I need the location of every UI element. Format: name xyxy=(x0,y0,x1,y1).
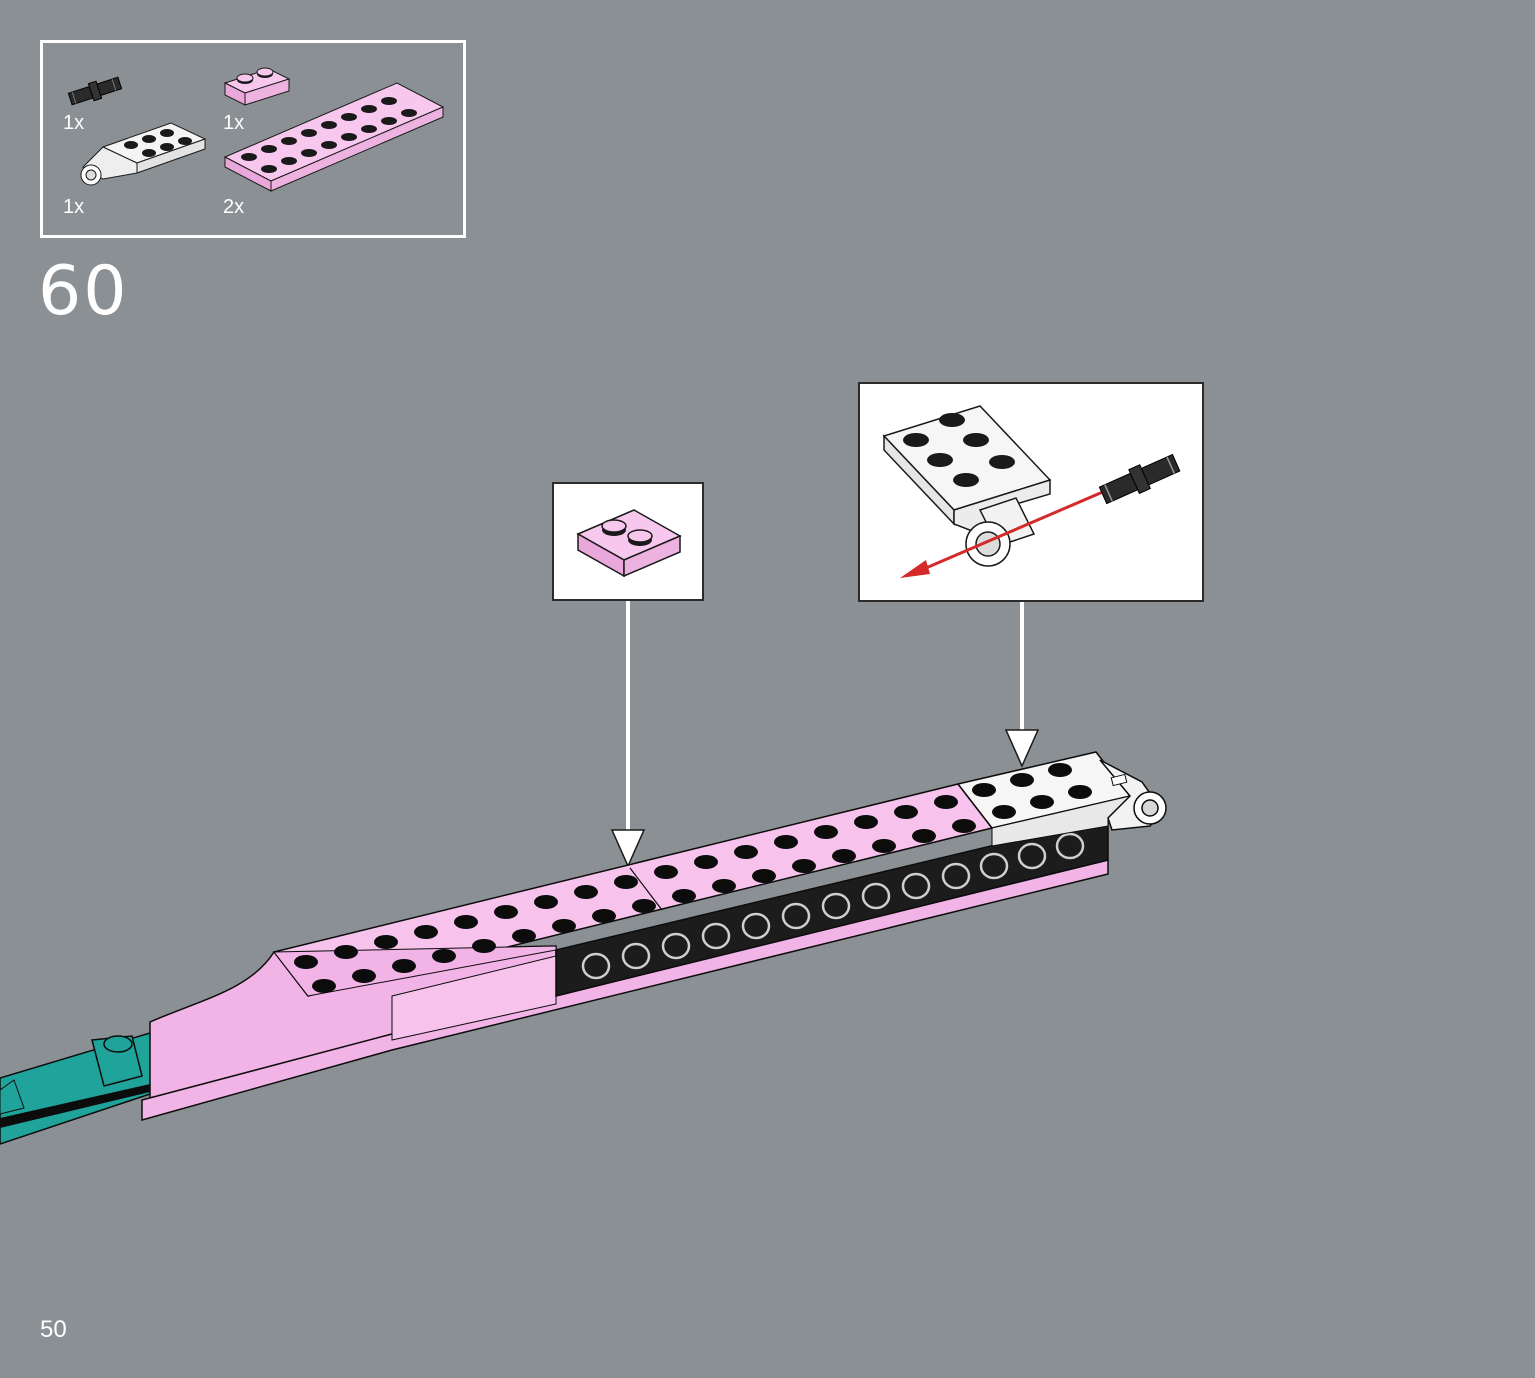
pink-plate-1x2-icon xyxy=(576,509,682,578)
qty-label: 1x xyxy=(223,112,245,134)
qty-label: 1x xyxy=(63,196,85,218)
qty-label: 1x xyxy=(63,112,85,134)
white-front-plate xyxy=(956,751,1167,847)
pink-body xyxy=(141,859,1109,1121)
white-plate-pinhole-icon xyxy=(80,122,207,186)
qty-label: 2x xyxy=(223,196,245,218)
placement-arrow-left xyxy=(610,601,646,868)
placement-arrow-right xyxy=(1004,602,1040,768)
pink-top-plates xyxy=(272,783,994,997)
black-pin-icon xyxy=(67,76,123,106)
pink-plate-1x2-icon xyxy=(223,67,291,106)
callout-pink-plate xyxy=(552,482,704,601)
black-technic-beam xyxy=(555,817,1109,997)
white-plate-pinhole-icon xyxy=(882,405,1181,578)
callout-white-plate-pin xyxy=(858,382,1204,602)
page-number: 50 xyxy=(40,1316,67,1343)
parts-list-box: 1x 1x 1x xyxy=(40,40,466,238)
pink-plate-2x8-icon xyxy=(223,82,445,192)
black-pin-icon xyxy=(1098,453,1181,505)
step-number: 60 xyxy=(38,252,129,331)
